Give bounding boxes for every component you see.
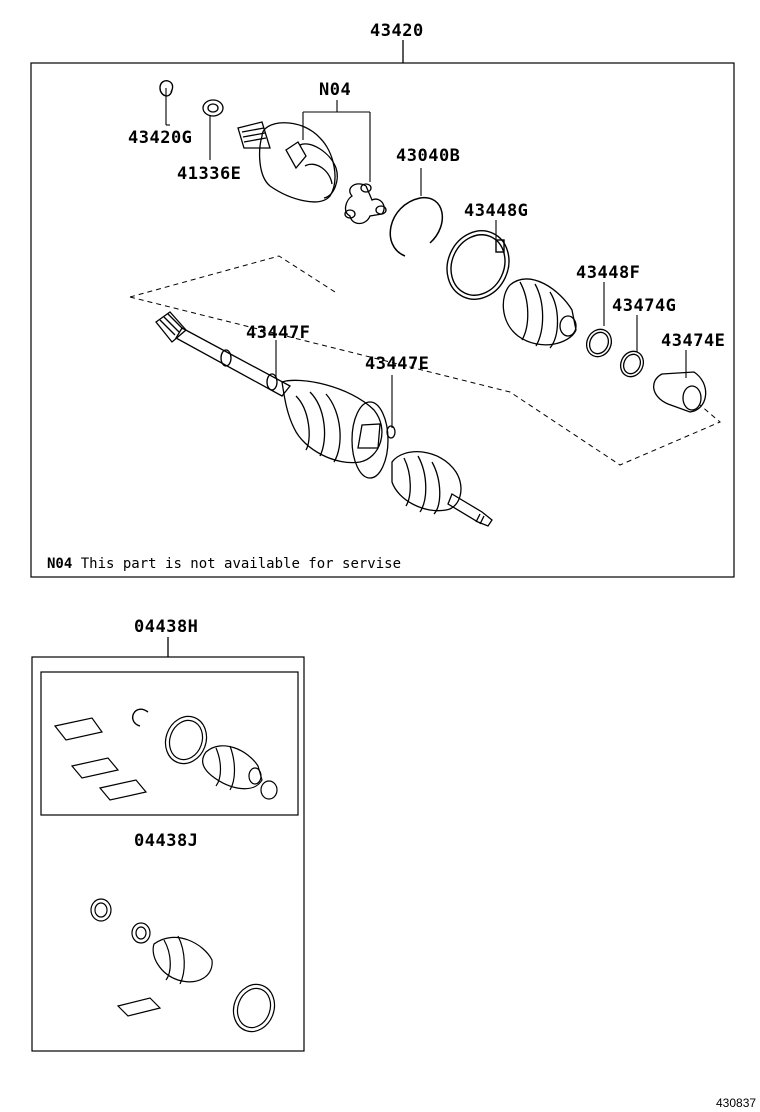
shaft-dashed-boundary-2 <box>129 296 721 466</box>
snap-ring-43040B <box>389 197 444 257</box>
part-label-43447F: 43447F <box>246 323 311 343</box>
part-label-43474G: 43474G <box>612 296 677 316</box>
kit-label-04438J: 04438J <box>134 831 199 851</box>
part-label-N04: N04 <box>319 80 352 100</box>
document-id: 430837 <box>716 1096 757 1110</box>
kit-04438J-parts <box>90 898 276 1033</box>
part-label-43447E: 43447E <box>365 354 430 374</box>
availability-note: N04 This part is not available for servi… <box>47 557 401 571</box>
part-label-41336E: 41336E <box>177 164 242 184</box>
washer-41336E <box>202 99 224 117</box>
clamp-43474G <box>619 350 645 378</box>
tripod-joint <box>344 183 387 225</box>
part-label-43040B: 43040B <box>396 146 461 166</box>
clamp-43448F <box>585 328 613 358</box>
drive-shaft <box>155 311 493 527</box>
kit-inner-frame <box>40 671 299 816</box>
main-assembly-frame <box>30 62 735 578</box>
kit-04438H-parts <box>53 708 278 801</box>
snap-ring-43420G <box>159 80 174 97</box>
part-label-43420: 43420 <box>370 21 424 41</box>
note-code: N04 <box>47 556 73 572</box>
leader-lines <box>165 88 687 428</box>
part-label-43420G: 43420G <box>128 128 193 148</box>
kit-label-04438H: 04438H <box>134 617 199 637</box>
part-label-43448G: 43448G <box>464 201 529 221</box>
inboard-joint-housing <box>237 121 338 203</box>
boot-43474E <box>653 371 707 413</box>
part-label-43474E: 43474E <box>661 331 726 351</box>
part-label-43448F: 43448F <box>576 263 641 283</box>
clamp-43448G <box>446 230 510 300</box>
kit-outer-frame <box>31 656 305 1052</box>
inboard-boot <box>502 278 577 349</box>
shaft-dashed-boundary <box>129 255 336 298</box>
note-text: This part is not available for servise <box>80 556 402 572</box>
